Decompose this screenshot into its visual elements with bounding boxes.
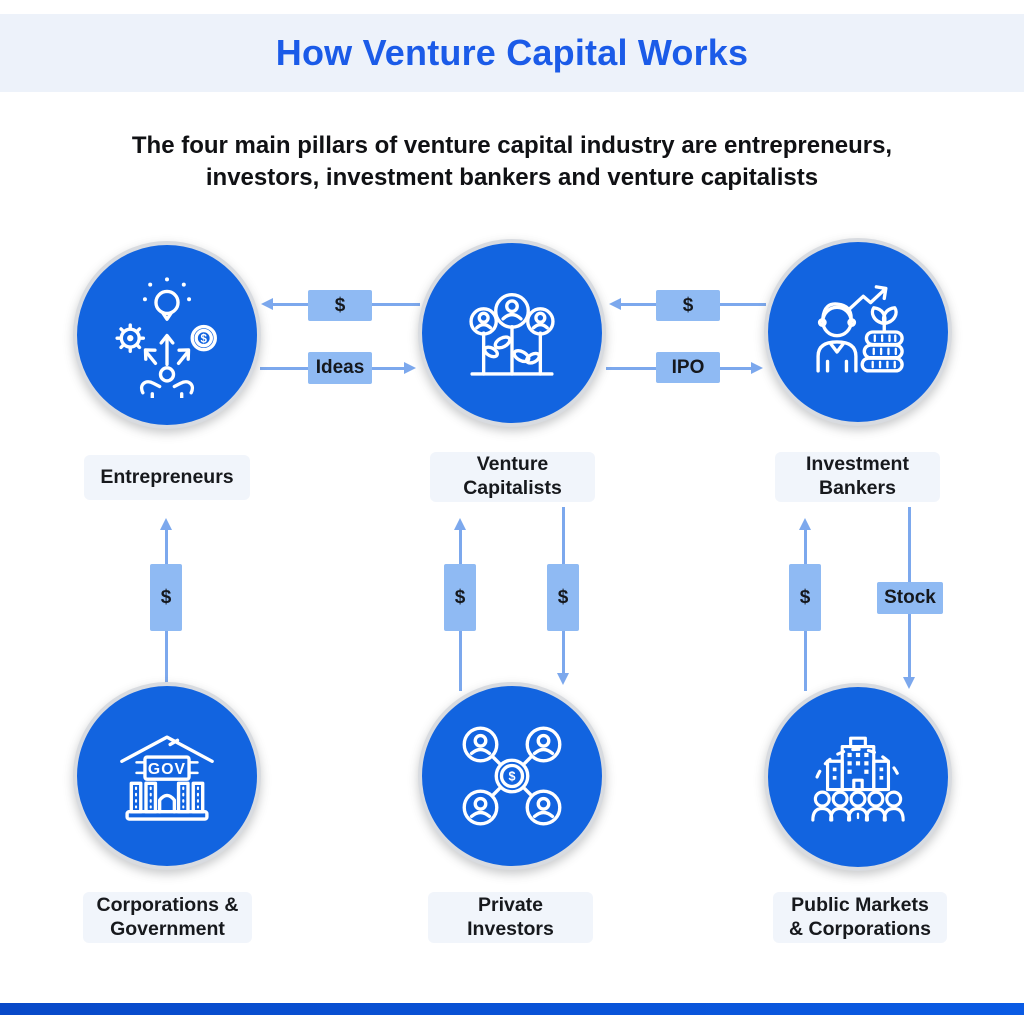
arrowhead-up-icon	[160, 518, 172, 530]
node-public-markets-corporations	[764, 683, 952, 871]
arrowhead-up-icon	[454, 518, 466, 530]
people-growth-icon	[469, 292, 555, 376]
arrowhead-left-icon	[261, 298, 273, 310]
gov-sign-text: GOV	[148, 761, 186, 778]
flow-chip-money: $	[150, 564, 182, 631]
flow-chip-money: $	[547, 564, 579, 631]
gov-building-icon: GOV	[120, 735, 214, 821]
flow-chip-money: $	[656, 290, 720, 321]
node-corporations-government: GOV	[73, 682, 261, 870]
idea-person-icon: $	[115, 277, 217, 398]
investor-network-icon: $	[462, 726, 562, 826]
flow-chip-money: $	[308, 290, 372, 321]
coin-symbol-text: $	[201, 334, 208, 346]
label-entrepreneurs: Entrepreneurs	[84, 455, 250, 500]
arrowhead-down-icon	[903, 677, 915, 689]
footer-bar	[0, 1003, 1024, 1015]
node-venture-capitalists	[418, 239, 606, 427]
label-investment-bankers: Investment Bankers	[775, 452, 940, 502]
arrowhead-down-icon	[557, 673, 569, 685]
page-title: How Venture Capital Works	[275, 32, 749, 73]
banker-profits-icon	[816, 285, 904, 373]
coin-symbol-text: $	[508, 770, 515, 784]
flow-chip-ideas: Ideas	[308, 352, 372, 384]
node-entrepreneurs: $	[73, 241, 261, 429]
label-corporations-government: Corporations & Government	[83, 892, 252, 943]
public-market-crowd-icon	[811, 736, 905, 822]
subtitle-text: The four main pillars of venture capital…	[131, 132, 893, 191]
node-investment-bankers	[764, 238, 952, 426]
label-private-investors: Private Investors	[428, 892, 593, 943]
label-public-markets-corporations: Public Markets & Corporations	[773, 892, 947, 943]
arrowhead-up-icon	[799, 518, 811, 530]
flow-chip-stock: Stock	[877, 582, 943, 614]
label-venture-capitalists: Venture Capitalists	[430, 452, 595, 502]
title-banner: How Venture Capital Works	[0, 14, 1024, 92]
flow-chip-money: $	[444, 564, 476, 631]
flow-chip-ipo: IPO	[656, 352, 720, 383]
arrowhead-left-icon	[609, 298, 621, 310]
arrowhead-right-icon	[404, 362, 416, 374]
node-private-investors: $	[418, 682, 606, 870]
arrowhead-right-icon	[751, 362, 763, 374]
flow-chip-money: $	[789, 564, 821, 631]
